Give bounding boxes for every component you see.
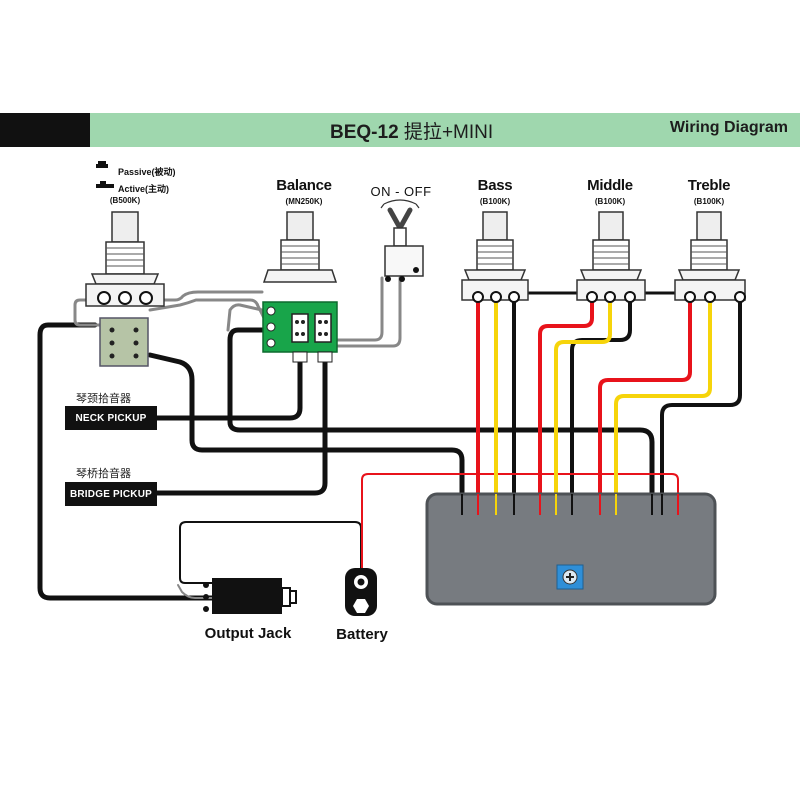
wire-red-battery [361,473,679,571]
header-green-bar [90,113,800,147]
bass-label: Bass [477,177,513,194]
output-jack [203,578,297,614]
wire-black-loop2 [227,327,655,518]
battery-clip [345,568,377,616]
wire-red-middle [538,298,594,517]
balance-pot [262,211,338,283]
treble-value: (B100K) [693,197,725,206]
wire-red-treble [598,298,692,517]
active-label: Active(主动) [118,184,170,194]
bridge-pickup-cn: 琴桥拾音器 [76,468,131,480]
neck-pickup: NECK PICKUP [65,406,157,430]
balance-label: Balance [276,177,332,194]
wire-black-bridge [152,357,328,496]
toggle-switch [380,199,424,282]
wire-black-neck [152,357,303,421]
wire-yellow-treble [614,298,712,517]
push-pull-pot [85,211,165,367]
balance-value: (MN250K) [285,197,323,206]
push-pull-value: (B500K) [109,196,141,205]
diagram-subtitle: Wiring Diagram [669,119,788,136]
wire-black-output [37,322,215,601]
bass-pot [461,211,529,303]
wire-black-treble [660,298,742,517]
trim-pot [556,564,584,590]
middle-label: Middle [587,177,633,194]
middle-pot [576,211,646,303]
passive-label: Passive(被动) [118,167,176,177]
battery-label: Battery [336,626,388,643]
wire-yellow-middle [554,298,612,517]
bridge-pickup: BRIDGE PICKUP [65,482,157,506]
wire-black-loop1 [147,352,465,518]
header-black-bar [0,113,90,147]
output-jack-label: Output Jack [204,625,292,642]
treble-label: Treble [687,177,731,194]
diagram-title: BEQ-12 提拉+MINI [330,122,494,143]
neck-pickup-cn: 琴颈拾音器 [76,393,131,405]
treble-pot [674,211,746,303]
toggle-label: ON - OFF [370,184,432,199]
wire-black-jack-loop [179,521,362,584]
bass-value: (B100K) [479,197,511,206]
middle-value: (B100K) [594,197,626,206]
